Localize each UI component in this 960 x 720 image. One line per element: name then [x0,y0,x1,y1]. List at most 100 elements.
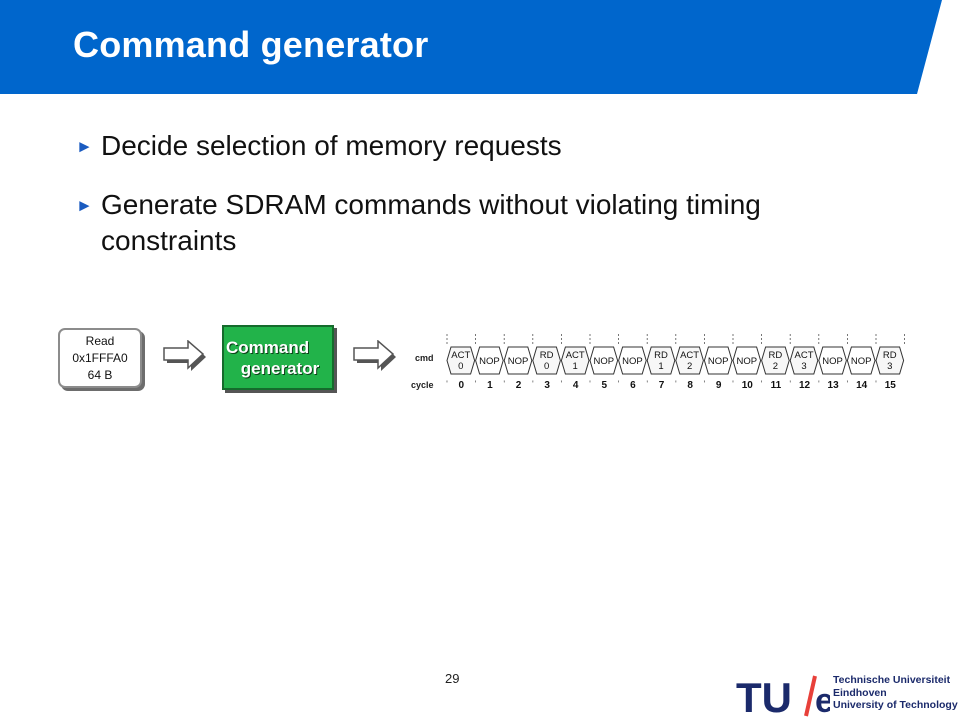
command-name: NOP [708,356,729,367]
bullet-arrow-icon: ► [76,137,93,156]
tue-logo: TU e Technische Universiteit Eindhoven U… [736,672,960,720]
cycle-number: 3 [544,380,550,391]
slide-title: Command generator [73,24,429,65]
cycle-number: 9 [716,380,722,391]
command-name: NOP [508,356,529,367]
command-cell [818,346,847,375]
request-type: Read [85,333,115,348]
command-cell [846,346,876,375]
cycle-tick: ' [732,379,734,389]
title-bar: Command generator [0,0,960,94]
command-cell [732,346,762,375]
command-name: ACT [566,350,585,361]
cycle-tick: ' [675,379,677,389]
cycle-tick: ' [475,379,477,389]
block-arrow-icon [163,340,206,371]
command-cell [703,346,733,375]
command-cell [446,346,476,375]
command-cell [789,346,819,375]
tue-logo-text: Technische Universiteit Eindhoven Univer… [833,674,958,712]
command-cell [675,346,704,375]
tue-logo-letter-e: e [815,682,830,720]
page-number: 29 [445,671,460,686]
command-bank: 1 [573,361,578,372]
cycle-number: 10 [742,380,754,391]
command-name: NOP [594,356,615,367]
timing-cmd-label: cmd [415,353,434,363]
command-cell [560,346,590,375]
cycle-tick: ' [532,379,534,389]
cycle-number: 7 [659,380,665,391]
command-cell [503,346,533,375]
command-name: RD [769,350,783,361]
command-name: ACT [451,350,470,361]
cycle-number: 8 [687,380,693,391]
tue-logo-letters: TU [736,674,792,720]
cycle-tick: ' [818,379,820,389]
request-size: 64 B [87,367,113,382]
command-name: NOP [737,356,758,367]
cycle-number: 11 [771,380,782,391]
bullet-text: Decide selection of memory requests [101,130,562,161]
cycle-number: 5 [602,380,608,391]
command-generator-block: Command generator [222,325,334,390]
command-name: ACT [680,350,699,361]
command-name: ACT [795,350,814,361]
cycle-tick: ' [503,379,505,389]
command-bank: 0 [544,361,549,372]
title-bar-shape [0,0,942,94]
cycle-tick: ' [789,379,791,389]
command-name: NOP [822,356,843,367]
command-name: NOP [622,356,643,367]
command-name: NOP [851,356,872,367]
bullet-list: ► Decide selection of memory requests ► … [76,128,876,282]
cycle-tick: ' [761,379,763,389]
tue-logo-slash [804,675,817,717]
cycle-number: 2 [516,380,522,391]
command-cell [875,346,905,375]
command-cell [646,346,676,375]
command-bank: 1 [658,361,663,372]
bullet-text: Generate SDRAM commands without violatin… [101,189,761,256]
block-arrow-icon [353,340,396,371]
command-name: RD [540,350,554,361]
bullet-item: ► Decide selection of memory requests [76,128,876,164]
command-name: RD [883,350,897,361]
cycle-number: 4 [573,380,579,391]
cycle-tick: ' [847,379,849,389]
command-generator-label: generator [240,358,320,378]
command-generator-label: Command [226,337,310,357]
command-cell [761,346,790,375]
cycle-number: 14 [856,380,868,391]
command-bank: 3 [887,361,892,372]
cycle-tick: ' [446,379,448,389]
command-name: RD [654,350,668,361]
command-bank: 2 [687,361,692,372]
command-cell [618,346,647,375]
memory-request-box: Read 0x1FFFA0 64 B [58,328,142,388]
timing-cycle-label: cycle [411,380,434,390]
cycle-number: 15 [885,380,897,391]
command-name: NOP [479,356,500,367]
cycle-tick: ' [875,379,877,389]
cycle-tick: ' [561,379,563,389]
cycle-number: 13 [828,380,840,391]
request-address: 0x1FFFA0 [72,350,128,365]
tue-logo-line: University of Technology [833,699,958,711]
command-cell [532,346,561,375]
command-bank: 0 [458,361,463,372]
cycle-number: 1 [487,380,493,391]
tue-logo-mark: TU e [736,674,830,720]
cycle-number: 0 [459,380,465,391]
cycle-tick: ' [646,379,648,389]
command-bank: 3 [801,361,806,372]
bullet-item: ► Generate SDRAM commands without violat… [76,187,876,259]
cycle-number: 12 [799,380,811,391]
tue-logo-line: Eindhoven [833,686,887,699]
tue-logo-line: Technische Universiteit [833,674,951,686]
cycle-tick: ' [589,379,591,389]
command-cell [475,346,504,375]
command-cell [589,346,619,375]
bullet-arrow-icon: ► [76,196,93,215]
